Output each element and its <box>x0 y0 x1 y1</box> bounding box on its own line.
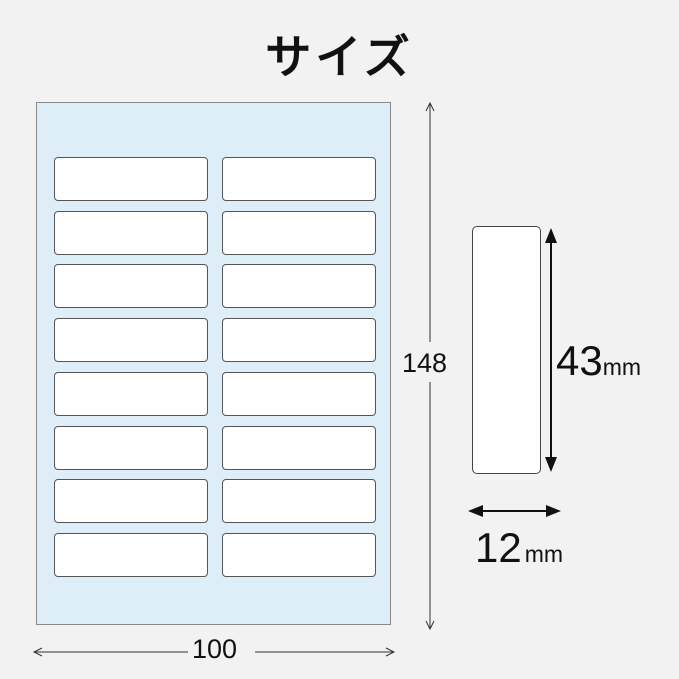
label-height-unit: mm <box>602 354 642 380</box>
page-title: サイズ <box>265 30 414 84</box>
single-label <box>472 226 541 474</box>
label-height-dimension: 43mm <box>556 340 641 382</box>
label-width-arrow <box>468 505 561 517</box>
sheet-label <box>222 479 376 524</box>
sheet-width-label: 100 <box>192 634 238 664</box>
label-width-value: 12 <box>475 524 522 571</box>
sheet-label <box>54 318 208 363</box>
sheet-height-arrow <box>425 101 435 631</box>
label-height-value: 43 <box>556 337 603 384</box>
sheet-label <box>54 157 208 201</box>
sheet-label <box>54 371 208 416</box>
label-sheet <box>36 102 391 625</box>
sheet-label <box>222 157 376 201</box>
sheet-label <box>54 479 208 524</box>
sheet-label <box>222 318 376 363</box>
sheet-height-label: 148 <box>402 348 448 379</box>
sheet-label <box>54 210 208 255</box>
sheet-label <box>222 210 376 255</box>
sheet-label <box>222 425 376 470</box>
sheet-label <box>222 532 376 577</box>
sheet-label <box>54 532 208 577</box>
label-width-unit: mm <box>524 541 564 567</box>
sheet-label <box>222 264 376 309</box>
sheet-width-arrow <box>32 647 396 657</box>
sheet-label <box>54 264 208 309</box>
label-height-arrow <box>545 228 557 472</box>
sheet-label <box>222 371 376 416</box>
sheet-label <box>54 425 208 470</box>
